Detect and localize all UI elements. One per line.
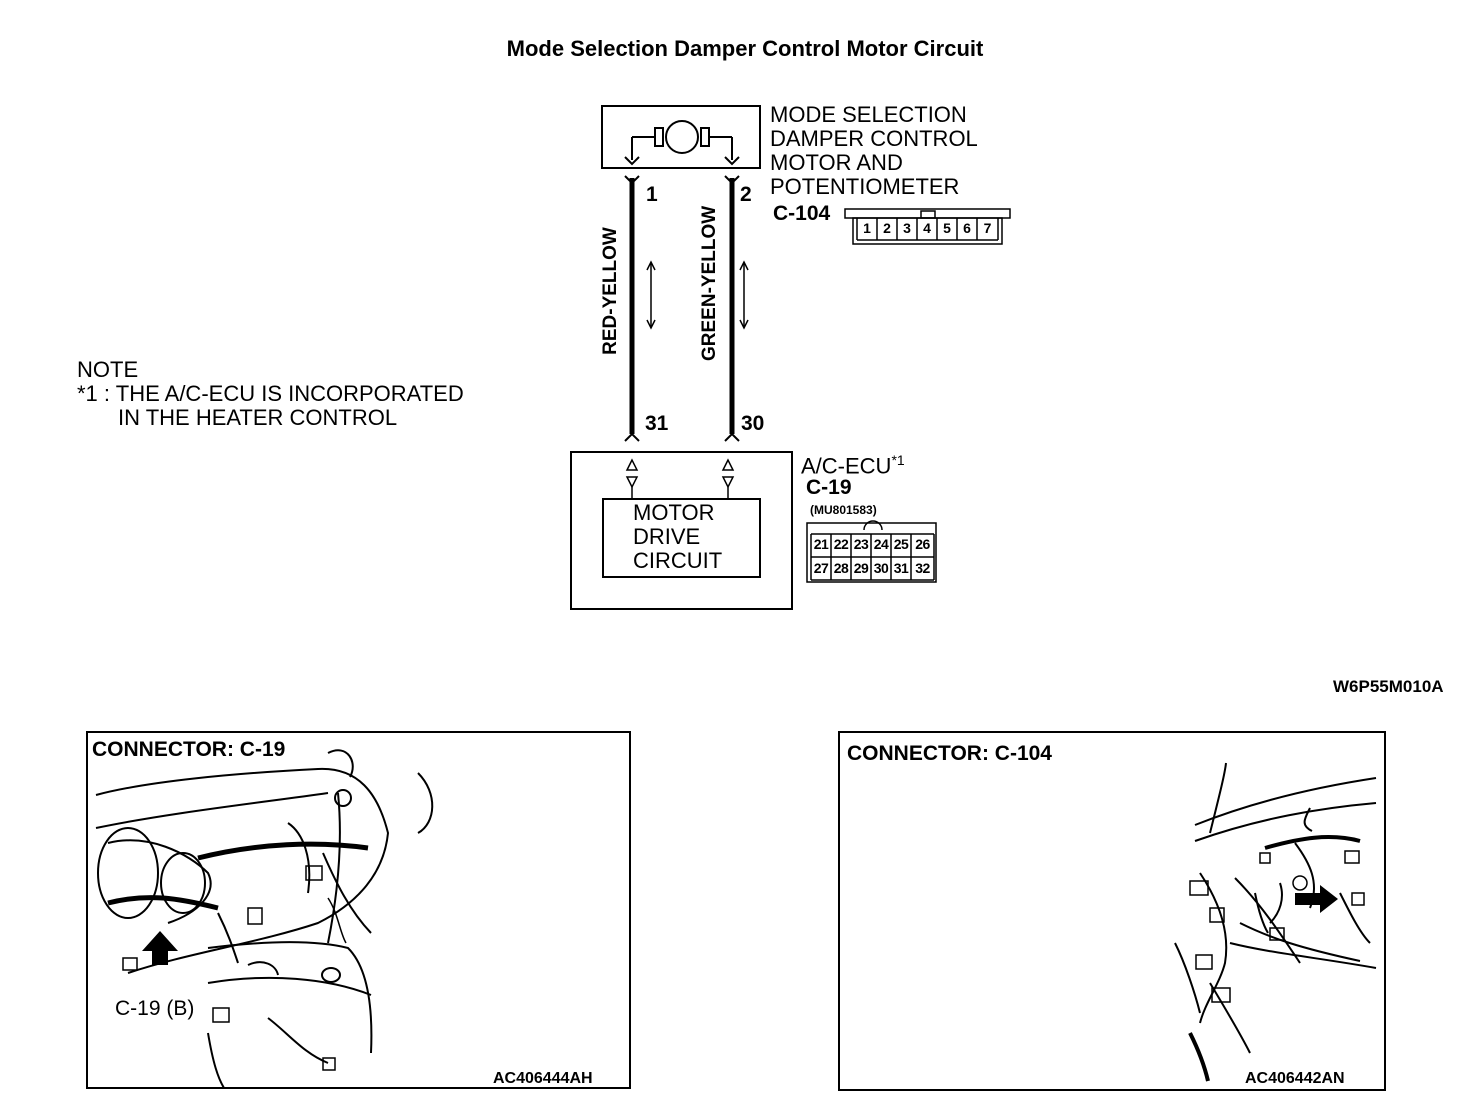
- ecu-name: A/C-ECU: [801, 453, 892, 479]
- pin-number: 3: [903, 220, 911, 236]
- motor-label-line: DAMPER CONTROL: [770, 126, 978, 151]
- pin-number: 28: [833, 560, 849, 576]
- panel-title: CONNECTOR: C-19: [92, 738, 286, 761]
- connector-c19-id: C-19: [806, 476, 852, 499]
- wire-red-yellow: [624, 175, 640, 442]
- ecu-label: A/C-ECU*1: [801, 448, 905, 478]
- pin-number: 30: [873, 560, 889, 576]
- connector-c104-location-panel: CONNECTOR: C-104: [838, 731, 1386, 1091]
- wire-green-yellow: [724, 175, 740, 442]
- motor-label-line: POTENTIOMETER: [770, 174, 960, 199]
- pin-number: 24: [873, 536, 889, 552]
- connector-c104-pins: 1 2 3 4 5 6 7: [857, 220, 998, 240]
- note-heading: NOTE: [77, 357, 139, 382]
- motor-icon: [624, 120, 740, 166]
- pin-number: 21: [813, 536, 829, 552]
- pin-number: 4: [923, 220, 931, 236]
- figure-code: AC406444AH: [493, 1070, 593, 1087]
- dashboard-illustration-icon: [95, 749, 434, 1087]
- connector-c104-id: C-104: [773, 202, 831, 225]
- connector-c19-location-panel: CONNECTOR: C-19: [86, 731, 631, 1089]
- panel-title: CONNECTOR: C-104: [847, 742, 1052, 765]
- wire1-top-pin: 1: [646, 183, 658, 206]
- pin-number: 31: [893, 560, 909, 576]
- signal-direction-arrow-1: [646, 260, 656, 330]
- note-line: IN THE HEATER CONTROL: [118, 405, 398, 430]
- pin-number: 5: [943, 220, 951, 236]
- arrow-icon: [142, 931, 178, 965]
- motor-drive-circuit-box: [602, 498, 761, 578]
- wire2-top-pin: 2: [740, 183, 752, 206]
- connector-c19-pins-row1: 21 22 23 24 25 26: [811, 536, 934, 552]
- pin-number: 25: [893, 536, 909, 552]
- ecu-note-ref: *1: [891, 452, 905, 468]
- pin-number: 23: [853, 536, 869, 552]
- circuit-label-line: MOTOR: [633, 500, 715, 525]
- ecu-input-triangles: [625, 458, 735, 499]
- note-block: NOTE *1 : THE A/C-ECU IS INCORPORATED IN…: [77, 358, 464, 430]
- pin-number: 2: [883, 220, 891, 236]
- circuit-label-line: CIRCUIT: [633, 548, 723, 573]
- pin-number: 26: [915, 536, 930, 552]
- motor-label: MODE SELECTION DAMPER CONTROL MOTOR AND …: [770, 103, 978, 199]
- circuit-label-line: DRIVE: [633, 524, 701, 549]
- dashboard-illustration-icon: [1174, 762, 1377, 1082]
- wire-color-label-green-yellow: GREEN-YELLOW: [699, 205, 720, 361]
- diagram-code: W6P55M010A: [1333, 677, 1444, 696]
- pin-number: 7: [983, 220, 992, 236]
- pin-number: 32: [915, 560, 930, 576]
- connector-callout: C-19 (B): [115, 997, 195, 1021]
- note-line: THE A/C-ECU IS INCORPORATED: [115, 381, 464, 406]
- arrow-icon: [1295, 885, 1338, 913]
- ecu-box: [570, 451, 793, 610]
- pin-number: 27: [813, 560, 829, 576]
- pin-number: 1: [863, 220, 871, 236]
- motor-label-line: MOTOR AND: [770, 150, 903, 175]
- connector-c19-face: [806, 520, 937, 583]
- motor-label-line: MODE SELECTION: [770, 102, 967, 127]
- pin-number: 6: [963, 220, 971, 236]
- page-title: Mode Selection Damper Control Motor Circ…: [506, 36, 984, 61]
- wire2-bottom-pin: 30: [741, 412, 765, 435]
- connector-c19-pins-row2: 27 28 29 30 31 32: [811, 560, 934, 576]
- wire-color-label-red-yellow: RED-YELLOW: [600, 227, 621, 355]
- wire1-bottom-pin: 31: [645, 412, 669, 435]
- connector-c19-part-number: (MU801583): [810, 503, 877, 517]
- pin-number: 29: [853, 560, 869, 576]
- figure-code: AC406442AN: [1245, 1070, 1345, 1087]
- circuit-schematic: [570, 105, 1011, 610]
- motor-housing-box: [601, 105, 761, 169]
- note-marker: *1 :: [77, 381, 111, 406]
- signal-direction-arrow-2: [739, 260, 749, 330]
- connector-c104-face: [844, 208, 1011, 245]
- motor-drive-circuit-label: MOTOR DRIVE CIRCUIT: [633, 501, 722, 573]
- pin-number: 22: [833, 536, 849, 552]
